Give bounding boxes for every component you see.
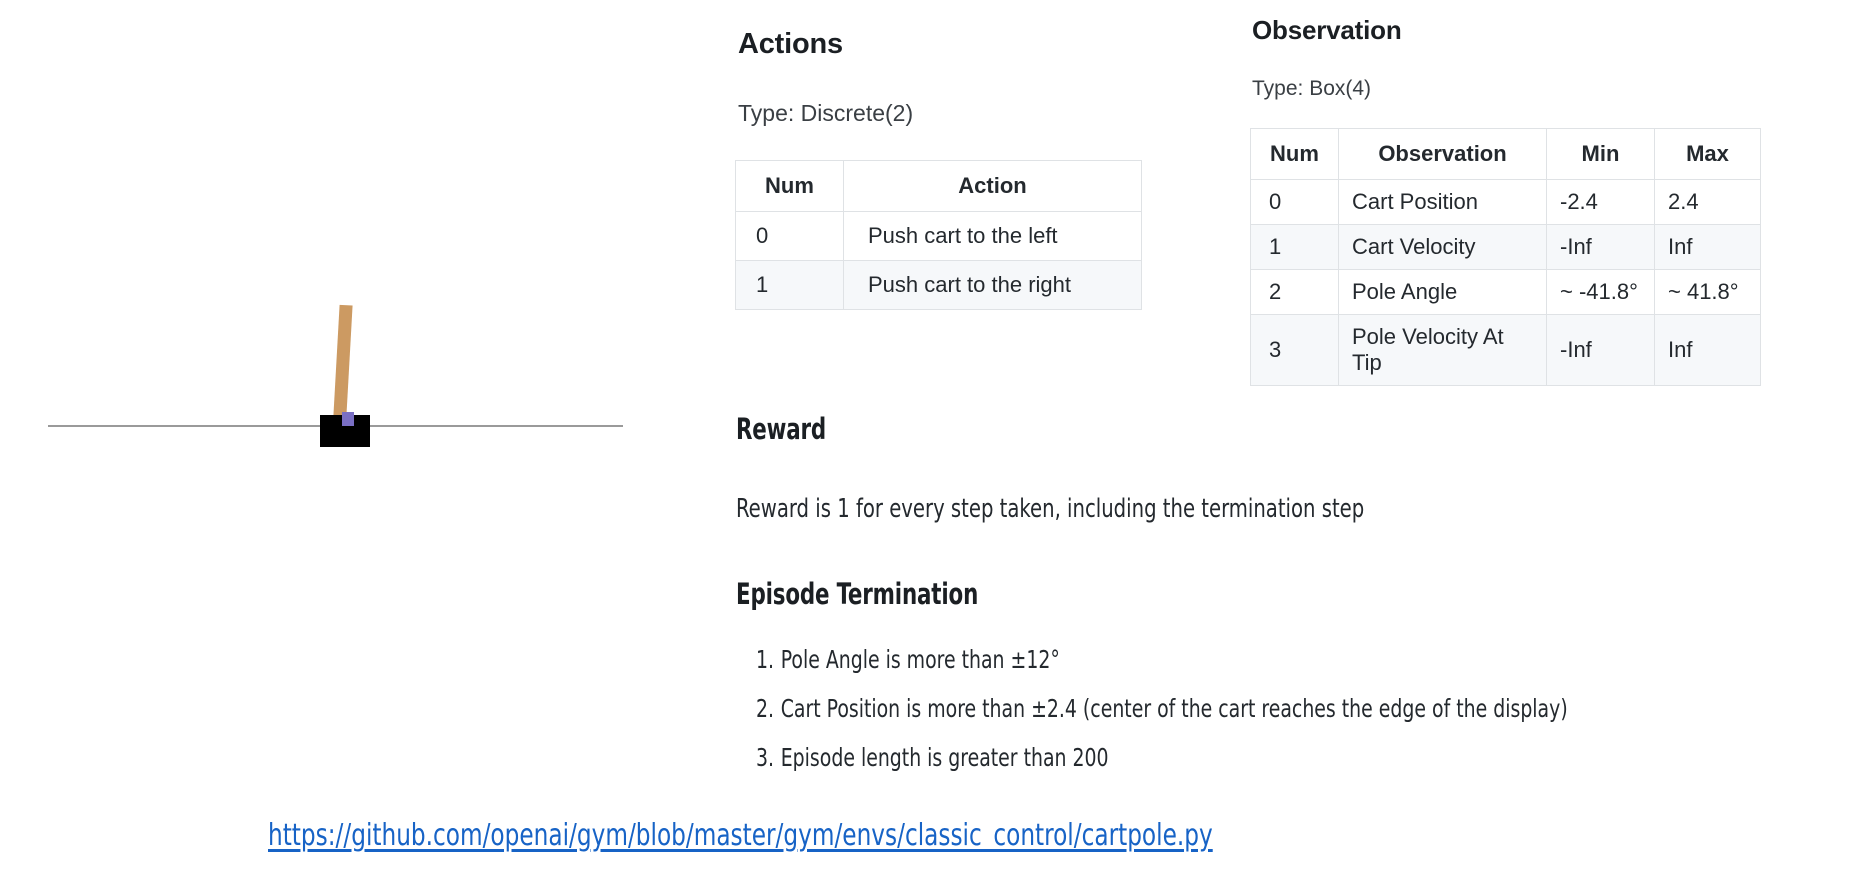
cell-observation: Pole Velocity At Tip bbox=[1338, 314, 1547, 386]
cell-action: Push cart to the left bbox=[843, 211, 1142, 261]
cell-observation: Cart Velocity bbox=[1338, 224, 1547, 270]
list-marker: 1. bbox=[756, 645, 775, 674]
reward-heading: Reward bbox=[736, 412, 827, 446]
table-header-row: Num Action bbox=[735, 160, 1142, 212]
actions-type-label: Type: Discrete(2) bbox=[738, 100, 914, 126]
cell-min: -2.4 bbox=[1546, 179, 1655, 225]
source-code-link[interactable]: https://github.com/openai/gym/blob/maste… bbox=[268, 818, 1213, 853]
cell-max: ~ 41.8° bbox=[1654, 269, 1761, 315]
cell-num: 1 bbox=[1250, 224, 1339, 270]
cell-observation: Pole Angle bbox=[1338, 269, 1547, 315]
list-item-text: Pole Angle is more than ±12° bbox=[780, 645, 1060, 674]
cell-min: -Inf bbox=[1546, 224, 1655, 270]
observation-heading: Observation bbox=[1252, 15, 1402, 45]
actions-heading: Actions bbox=[738, 28, 843, 60]
cell-num: 1 bbox=[735, 260, 844, 310]
column-header-min: Min bbox=[1546, 128, 1655, 180]
cartpole-render-panel bbox=[0, 0, 730, 810]
episode-termination-heading: Episode Termination bbox=[736, 577, 979, 611]
cell-action: Push cart to the right bbox=[843, 260, 1142, 310]
list-item: 1.Pole Angle is more than ±12° bbox=[756, 645, 1568, 674]
column-header-num: Num bbox=[735, 160, 844, 212]
cell-num: 0 bbox=[1250, 179, 1339, 225]
table-header-row: Num Observation Min Max bbox=[1250, 128, 1761, 180]
table-row: 3 Pole Velocity At Tip -Inf Inf bbox=[1250, 314, 1761, 386]
list-item-text: Cart Position is more than ±2.4 (center … bbox=[780, 694, 1568, 723]
cell-max: 2.4 bbox=[1654, 179, 1761, 225]
table-row: 1 Push cart to the right bbox=[735, 260, 1142, 310]
cell-max: Inf bbox=[1654, 224, 1761, 270]
column-header-observation: Observation bbox=[1338, 128, 1547, 180]
observation-table: Num Observation Min Max 0 Cart Position … bbox=[1250, 128, 1761, 386]
column-header-num: Num bbox=[1250, 128, 1339, 180]
table-row: 0 Push cart to the left bbox=[735, 211, 1142, 261]
table-row: 1 Cart Velocity -Inf Inf bbox=[1250, 224, 1761, 270]
list-marker: 3. bbox=[756, 743, 775, 772]
list-marker: 2. bbox=[756, 694, 775, 723]
column-header-max: Max bbox=[1654, 128, 1761, 180]
pole-icon bbox=[333, 304, 353, 424]
cell-num: 3 bbox=[1250, 314, 1339, 386]
axle-icon bbox=[342, 412, 354, 426]
cell-max: Inf bbox=[1654, 314, 1761, 386]
observation-type-label: Type: Box(4) bbox=[1252, 77, 1372, 100]
reward-description: Reward is 1 for every step taken, includ… bbox=[736, 494, 1365, 524]
cell-num: 2 bbox=[1250, 269, 1339, 315]
column-header-action: Action bbox=[843, 160, 1142, 212]
list-item: 3.Episode length is greater than 200 bbox=[756, 743, 1568, 772]
table-row: 0 Cart Position -2.4 2.4 bbox=[1250, 179, 1761, 225]
cell-min: -Inf bbox=[1546, 314, 1655, 386]
list-item-text: Episode length is greater than 200 bbox=[780, 743, 1109, 772]
list-item: 2.Cart Position is more than ±2.4 (cente… bbox=[756, 694, 1568, 723]
table-row: 2 Pole Angle ~ -41.8° ~ 41.8° bbox=[1250, 269, 1761, 315]
actions-table: Num Action 0 Push cart to the left 1 Pus… bbox=[735, 160, 1142, 310]
cell-observation: Cart Position bbox=[1338, 179, 1547, 225]
termination-conditions-list: 1.Pole Angle is more than ±12° 2.Cart Po… bbox=[756, 645, 1722, 792]
cell-num: 0 bbox=[735, 211, 844, 261]
cell-min: ~ -41.8° bbox=[1546, 269, 1655, 315]
